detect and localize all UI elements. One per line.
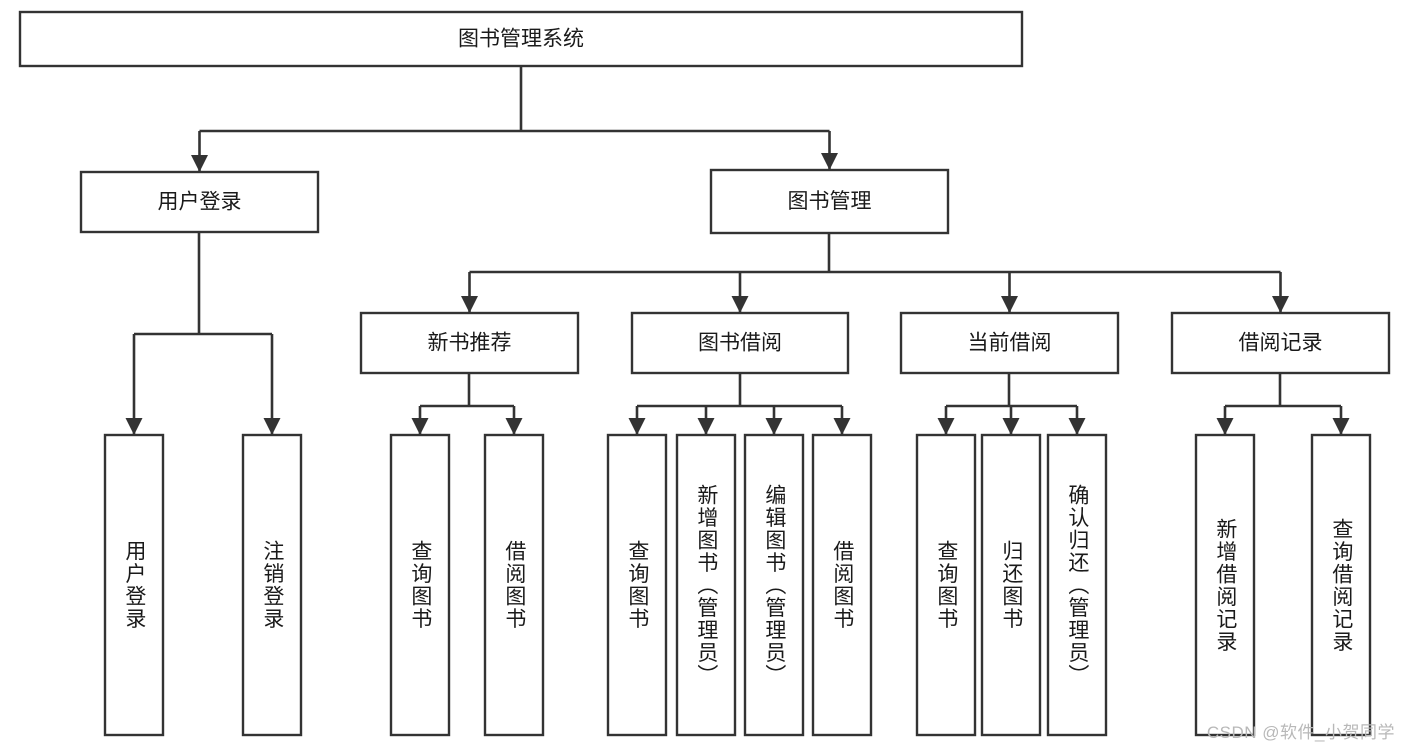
node-label-l3_4: 借阅记录 (1239, 332, 1323, 355)
node-box-l4_8[interactable] (811, 433, 873, 737)
node-box-l2_2[interactable] (709, 168, 950, 235)
arrow-head (1068, 418, 1086, 435)
node-box-l4_12[interactable] (1194, 433, 1256, 737)
node-label-l3_1: 新书推荐 (428, 332, 512, 355)
node-label-root: 图书管理系统 (458, 28, 584, 51)
arrow-head (833, 418, 851, 435)
arrow-head (191, 155, 208, 172)
node-box-l4_5[interactable] (606, 433, 668, 737)
node-box-l4_9[interactable] (915, 433, 977, 737)
connector-layer (125, 66, 1350, 435)
node-box-l4_11[interactable] (1046, 433, 1108, 737)
node-label-l2_2: 图书管理 (788, 190, 872, 213)
arrow-head (937, 418, 955, 435)
node-box-l2_1[interactable] (79, 170, 320, 234)
node-box-l4_6[interactable] (675, 433, 737, 737)
node-box-l4_1[interactable] (103, 433, 165, 737)
arrow-head (1272, 296, 1289, 313)
node-box-l4_10[interactable] (980, 433, 1042, 737)
arrow-head (731, 296, 749, 313)
arrow-head (1216, 418, 1234, 435)
node-box-l4_13[interactable] (1310, 433, 1372, 737)
arrow-head (1002, 418, 1020, 435)
arrow-head (821, 153, 838, 170)
node-box-l4_4[interactable] (483, 433, 545, 737)
arrow-head (125, 418, 143, 435)
node-box-root[interactable] (18, 10, 1024, 68)
node-box-l4_2[interactable] (241, 433, 303, 737)
arrow-head (461, 296, 478, 313)
node-box-l3_3[interactable] (899, 311, 1120, 375)
node-label-l3_3: 当前借阅 (968, 332, 1052, 355)
arrow-head (1332, 418, 1350, 435)
watermark-credit: CSDN @软件_小贺同学 (1206, 723, 1395, 742)
node-box-l4_3[interactable] (389, 433, 451, 737)
node-box-layer (18, 10, 1391, 737)
arrow-head (765, 418, 783, 435)
arrow-head (628, 418, 646, 435)
node-box-l3_2[interactable] (630, 311, 850, 375)
arrow-head (411, 418, 429, 435)
node-box-l3_1[interactable] (359, 311, 580, 375)
arrow-head (263, 418, 281, 435)
node-box-l3_4[interactable] (1170, 311, 1391, 375)
node-box-l4_7[interactable] (743, 433, 805, 737)
node-label-l2_1: 用户登录 (158, 191, 242, 214)
arrow-head (1001, 296, 1018, 313)
node-label-l3_2: 图书借阅 (698, 332, 782, 355)
arrow-head (505, 418, 523, 435)
arrow-head (697, 418, 715, 435)
